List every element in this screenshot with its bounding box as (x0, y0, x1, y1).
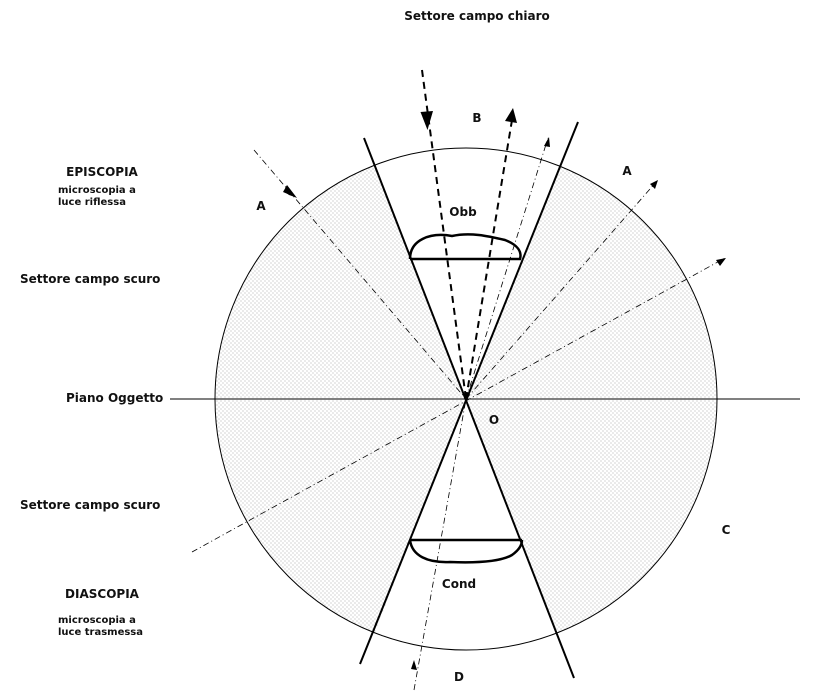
label-diascopia: DIASCOPIA (65, 587, 140, 601)
label-diascopia-sub2: luce trasmessa (58, 627, 143, 638)
label-d: D (454, 670, 464, 684)
cone-line-right (359, 121, 579, 665)
arrow-b-right-head (544, 137, 550, 147)
dark-ray-to-a-right (465, 180, 658, 400)
label-a-right: A (622, 164, 632, 178)
label-episcopia-sub2: luce riflessa (58, 197, 126, 208)
reflected-arrow-head (505, 108, 517, 123)
incident-arrow-head (420, 111, 433, 130)
label-a-left: A (256, 199, 266, 213)
arrow-a-right-head (650, 180, 658, 189)
label-episcopia-sub1: microscopia a (58, 185, 136, 196)
cone-line-left (363, 137, 575, 679)
label-episcopia: EPISCOPIA (66, 165, 138, 179)
label-o: O (489, 413, 499, 427)
arrow-d-head (411, 660, 417, 670)
label-piano-oggetto: Piano Oggetto (66, 391, 163, 405)
objective-lens (408, 233, 522, 261)
label-settore-campo-scuro-lower: Settore campo scuro (20, 498, 160, 512)
dark-sector-right (466, 148, 717, 650)
dark-ray-to-c (191, 257, 726, 553)
label-diascopia-sub1: microscopia a (58, 615, 136, 626)
incident-ray-dashed (421, 69, 467, 400)
arrow-c-head (716, 258, 726, 266)
label-settore-campo-chiaro: Settore campo chiaro (404, 9, 550, 23)
label-obb: Obb (449, 205, 477, 219)
label-settore-campo-scuro-upper: Settore campo scuro (20, 272, 160, 286)
ray-from-d (413, 398, 467, 691)
arrow-a-left-head (283, 185, 297, 198)
label-b: B (472, 111, 481, 125)
label-cond: Cond (442, 577, 476, 591)
label-c: C (722, 523, 731, 537)
condenser-lens (408, 538, 524, 564)
